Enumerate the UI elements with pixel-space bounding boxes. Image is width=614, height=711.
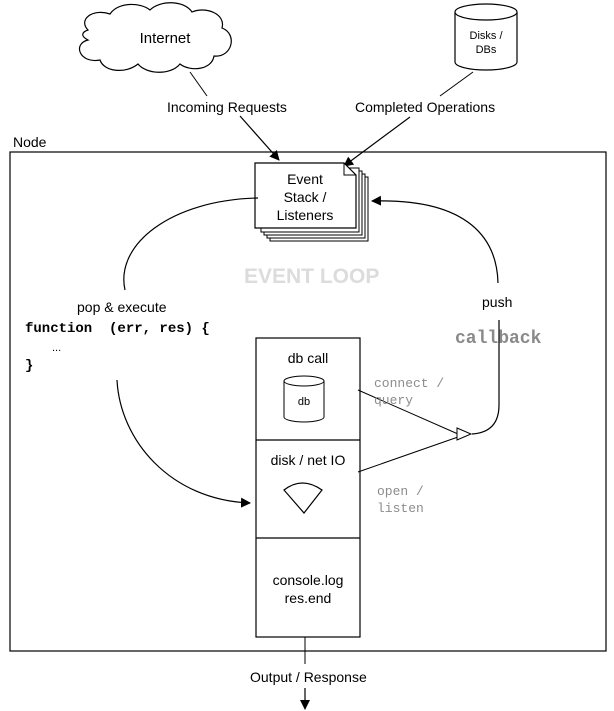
code-closing-brace: } (25, 358, 34, 374)
connect-label: connect / (374, 376, 445, 391)
db-call-label: db call (287, 350, 329, 366)
res-end-label: res.end (284, 590, 332, 606)
event-loop-title: EVENT LOOP (244, 265, 380, 288)
wedge-io-icon (283, 482, 323, 514)
open-arrowhead (456, 427, 473, 441)
disks-label-line1: Disks / (469, 30, 503, 42)
open-label: open / (377, 484, 424, 499)
db-icon (283, 375, 325, 423)
event-stack-line2: Stack / (283, 189, 327, 205)
event-stack-line1: Event (287, 171, 323, 187)
node-container (9, 151, 607, 652)
listen-label: listen (377, 501, 424, 516)
internet-label: Internet (139, 30, 191, 47)
disks-label-line2: DBs (475, 44, 497, 56)
console-log-label: console.log (272, 572, 344, 588)
callback-label: callback (455, 329, 542, 349)
incoming-requests-label: Incoming Requests (167, 99, 287, 115)
pop-execute-label: pop & execute (77, 299, 167, 315)
push-label: push (482, 294, 513, 310)
callback-function-code: function (err, res) { (25, 321, 210, 337)
disk-net-io-label: disk / net IO (270, 452, 346, 468)
output-response-label: Output / Response (250, 669, 367, 685)
disks-database-icon (454, 3, 518, 71)
event-stack-document-icon (254, 162, 369, 242)
internet-cloud-icon (78, 2, 232, 73)
db-icon-label: db (297, 396, 311, 408)
event-stack-line3: Listeners (276, 207, 334, 223)
query-label: query (374, 393, 414, 408)
completed-operations-label: Completed Operations (355, 99, 496, 115)
node-label: Node (13, 134, 47, 150)
code-ellipsis: ... (52, 342, 62, 354)
